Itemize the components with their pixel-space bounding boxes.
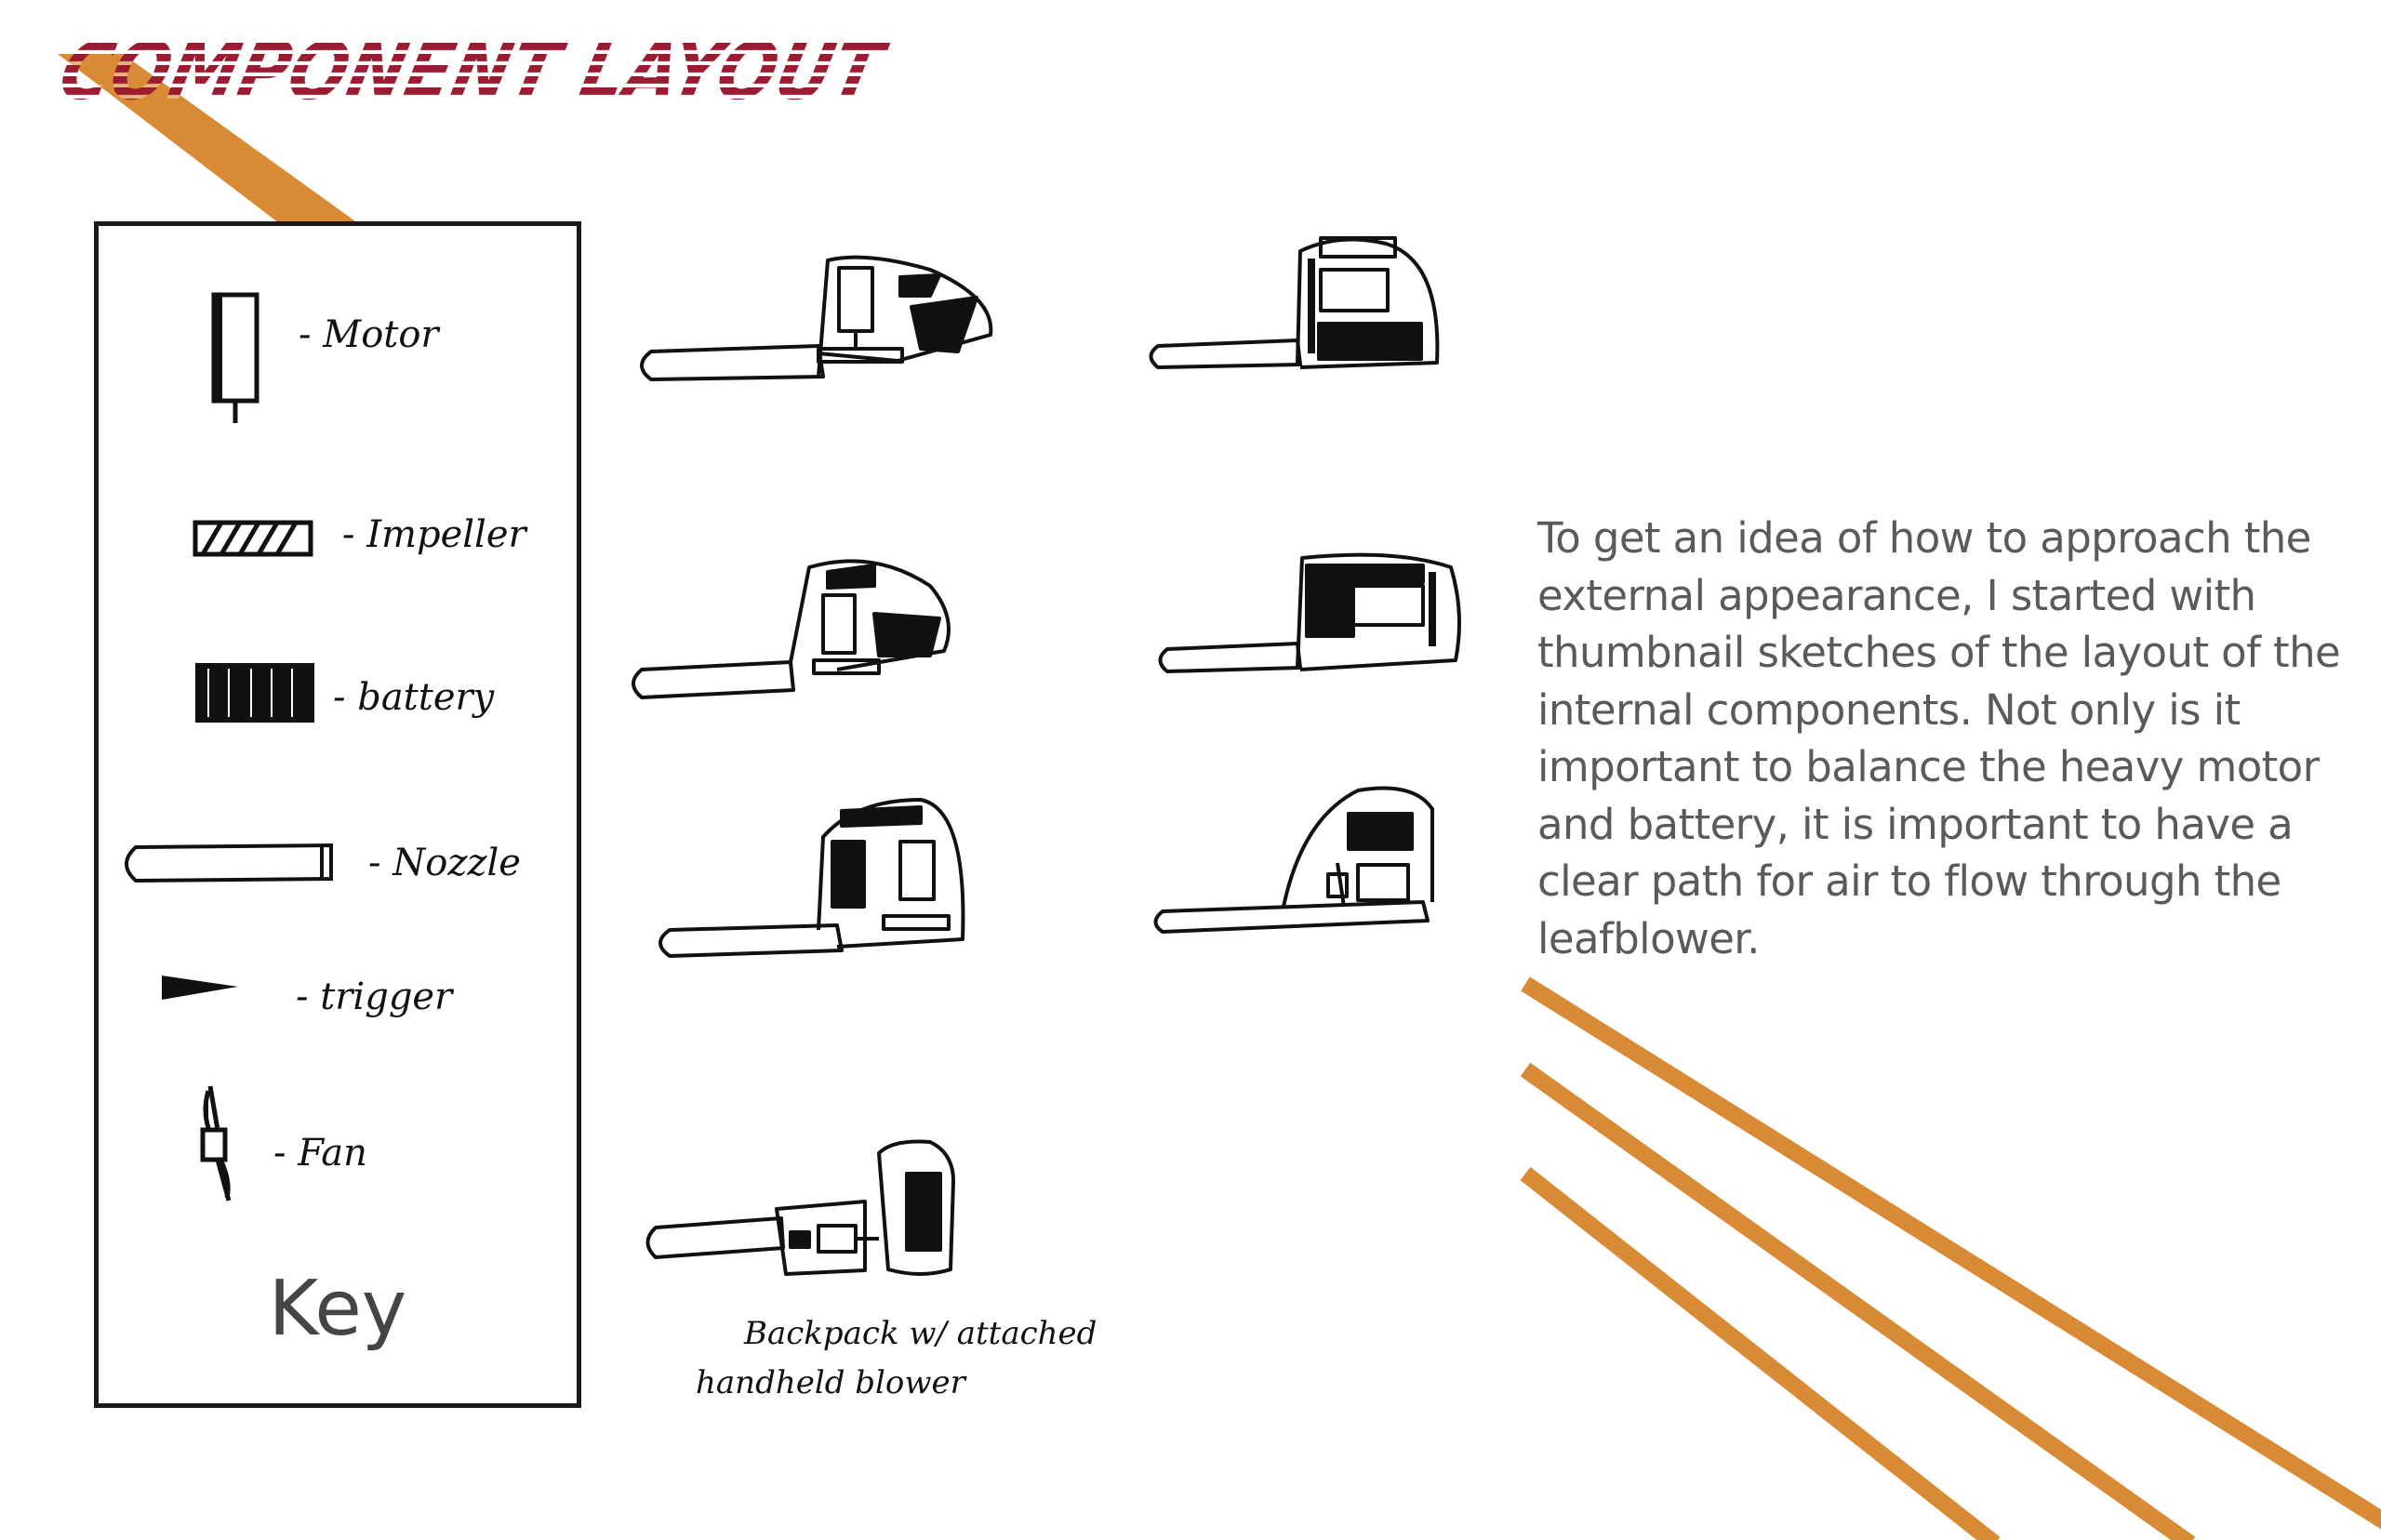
impeller-icon	[193, 520, 313, 557]
nozzle-icon	[125, 843, 333, 883]
key-motor-label: - Motor	[299, 313, 441, 356]
sketch-4	[1158, 552, 1461, 673]
backpack-caption-line-2: handheld blower	[696, 1364, 967, 1401]
key-fan-label: - Fan	[273, 1132, 367, 1175]
key-legend: - Motor - Impeller - battery	[125, 292, 528, 1201]
bottom-right-stripe-2	[1520, 1062, 2196, 1540]
key-trigger-label: - trigger	[296, 976, 455, 1018]
battery-icon	[195, 663, 314, 723]
sketch-7-backpack	[645, 1139, 955, 1276]
trigger-icon	[162, 976, 238, 1000]
sketch-6	[1153, 786, 1434, 934]
description-text: To get an idea of how to approach the ex…	[1537, 513, 2341, 963]
key-title: Key	[268, 1265, 407, 1353]
top-left-stripe	[58, 54, 358, 223]
sketch-3	[632, 559, 951, 699]
key-panel: - Motor - Impeller - battery	[94, 221, 581, 1408]
key-impeller-label: - Impeller	[342, 513, 528, 556]
key-battery-label: - battery	[333, 676, 496, 719]
bottom-right-stripe-1	[1521, 976, 2381, 1530]
sketch-1	[640, 255, 993, 381]
motor-icon	[211, 292, 259, 423]
bottom-right-stripe-3	[1520, 1166, 2001, 1540]
key-nozzle-label: - Nozzle	[368, 842, 521, 884]
sketch-2	[1149, 236, 1440, 369]
backpack-caption-line-1: Backpack w/ attached	[743, 1315, 1097, 1352]
fan-icon	[200, 1085, 232, 1201]
page-title-text: COMPONENT LAYOUT	[54, 24, 891, 118]
sketch-5	[658, 798, 965, 958]
page-title: COMPONENT LAYOUT	[54, 24, 891, 118]
